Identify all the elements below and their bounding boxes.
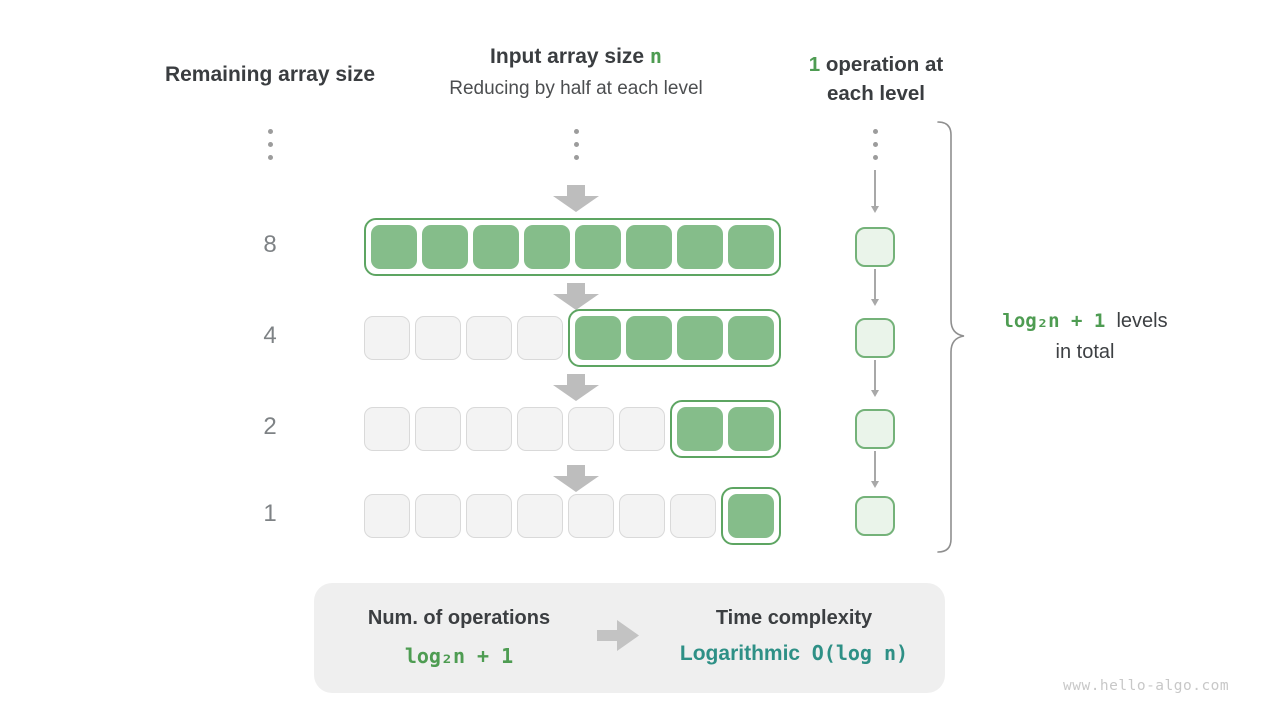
num-operations-title: Num. of operations bbox=[367, 607, 551, 629]
input-size-title: Input array size n bbox=[396, 44, 756, 69]
active-subarray bbox=[568, 309, 781, 367]
input-size-header: Input array size n Reducing by half at e… bbox=[396, 44, 756, 100]
array-cell-active bbox=[728, 316, 774, 360]
input-size-n: n bbox=[649, 44, 662, 68]
array-cell-active bbox=[677, 316, 723, 360]
array-cell-inactive bbox=[517, 407, 563, 451]
row-size-label: 2 bbox=[263, 413, 277, 440]
complexity-word: Logarithmic bbox=[679, 642, 801, 665]
array-cell-inactive bbox=[619, 494, 665, 538]
dot bbox=[573, 129, 579, 134]
dot bbox=[267, 142, 273, 147]
array-row bbox=[364, 486, 781, 546]
array-cell-active bbox=[524, 225, 570, 269]
down-arrow-icon bbox=[553, 185, 599, 212]
ellipsis-icon bbox=[267, 129, 273, 160]
operation-cell bbox=[855, 409, 895, 449]
array-cell-active bbox=[371, 225, 417, 269]
input-size-subtitle: Reducing by half at each level bbox=[449, 78, 703, 99]
levels-note-line2: in total bbox=[1055, 341, 1115, 363]
operations-count: 1 bbox=[808, 53, 821, 76]
dot bbox=[267, 129, 273, 134]
down-arrow-icon bbox=[553, 283, 599, 310]
array-cell-inactive bbox=[619, 407, 665, 451]
levels-brace bbox=[937, 121, 965, 553]
array-row bbox=[364, 399, 781, 459]
active-subarray bbox=[721, 487, 781, 545]
operations-header-line2: each level bbox=[826, 82, 925, 105]
down-connector-icon bbox=[871, 170, 879, 213]
dot bbox=[872, 129, 878, 134]
down-connector-icon bbox=[871, 451, 879, 488]
dot bbox=[872, 155, 878, 160]
array-cell-inactive bbox=[466, 407, 512, 451]
active-subarray bbox=[670, 400, 781, 458]
row-size-label: 4 bbox=[263, 322, 277, 349]
operations-header: 1 operation at each level bbox=[776, 50, 976, 108]
complexity-summary-box: Num. of operations log₂n + 1 Time comple… bbox=[314, 583, 945, 693]
levels-formula: log₂n + 1 bbox=[1002, 310, 1106, 332]
operations-header-line1: 1 operation at bbox=[776, 50, 976, 79]
array-cell-inactive bbox=[670, 494, 716, 538]
dot bbox=[267, 155, 273, 160]
watermark: www.hello-algo.com bbox=[1063, 678, 1230, 694]
array-row bbox=[364, 217, 781, 277]
array-cell-inactive bbox=[466, 494, 512, 538]
down-connector-icon bbox=[871, 360, 879, 397]
array-cell-active bbox=[575, 225, 621, 269]
time-complexity-title: Time complexity bbox=[715, 607, 873, 629]
levels-note-line1: log₂n + 1 levels bbox=[985, 306, 1185, 337]
remaining-size-header: Remaining array size bbox=[164, 63, 376, 86]
array-cell-inactive bbox=[568, 494, 614, 538]
array-cell-active bbox=[626, 316, 672, 360]
array-cell-inactive bbox=[466, 316, 512, 360]
array-cell-inactive bbox=[364, 407, 410, 451]
array-cell-active bbox=[677, 407, 723, 451]
array-cell-active bbox=[422, 225, 468, 269]
array-row bbox=[364, 308, 781, 368]
dot bbox=[872, 142, 878, 147]
time-complexity-value: Logarithmic O(log n) bbox=[644, 641, 944, 666]
array-cell-inactive bbox=[517, 316, 563, 360]
array-cell-active bbox=[677, 225, 723, 269]
right-arrow-icon bbox=[597, 620, 639, 656]
array-cell-inactive bbox=[415, 494, 461, 538]
levels-suffix: levels bbox=[1116, 310, 1168, 332]
array-cell-inactive bbox=[568, 407, 614, 451]
operation-cell bbox=[855, 496, 895, 536]
down-connector-icon bbox=[871, 269, 879, 306]
dot bbox=[573, 142, 579, 147]
active-subarray bbox=[364, 218, 781, 276]
operation-cell bbox=[855, 318, 895, 358]
operations-header-rest: operation at bbox=[820, 53, 944, 76]
dot bbox=[573, 155, 579, 160]
complexity-notation: O(log n) bbox=[811, 641, 909, 665]
array-cell-active bbox=[728, 494, 774, 538]
array-cell-active bbox=[626, 225, 672, 269]
down-arrow-icon bbox=[553, 465, 599, 492]
down-arrow-icon bbox=[553, 374, 599, 401]
num-operations-formula: log₂n + 1 bbox=[404, 644, 514, 668]
array-cell-inactive bbox=[415, 316, 461, 360]
array-cell-inactive bbox=[364, 494, 410, 538]
levels-note: log₂n + 1 levels in total bbox=[985, 306, 1185, 368]
array-cell-active bbox=[575, 316, 621, 360]
input-size-title-text: Input array size bbox=[490, 45, 650, 68]
ellipsis-icon bbox=[573, 129, 579, 160]
operation-cell bbox=[855, 227, 895, 267]
row-size-label: 8 bbox=[263, 231, 277, 258]
array-cell-active bbox=[728, 407, 774, 451]
ellipsis-icon bbox=[872, 129, 878, 160]
row-size-label: 1 bbox=[263, 500, 277, 527]
array-cell-inactive bbox=[364, 316, 410, 360]
array-cell-inactive bbox=[517, 494, 563, 538]
array-cell-inactive bbox=[415, 407, 461, 451]
array-cell-active bbox=[728, 225, 774, 269]
array-cell-active bbox=[473, 225, 519, 269]
